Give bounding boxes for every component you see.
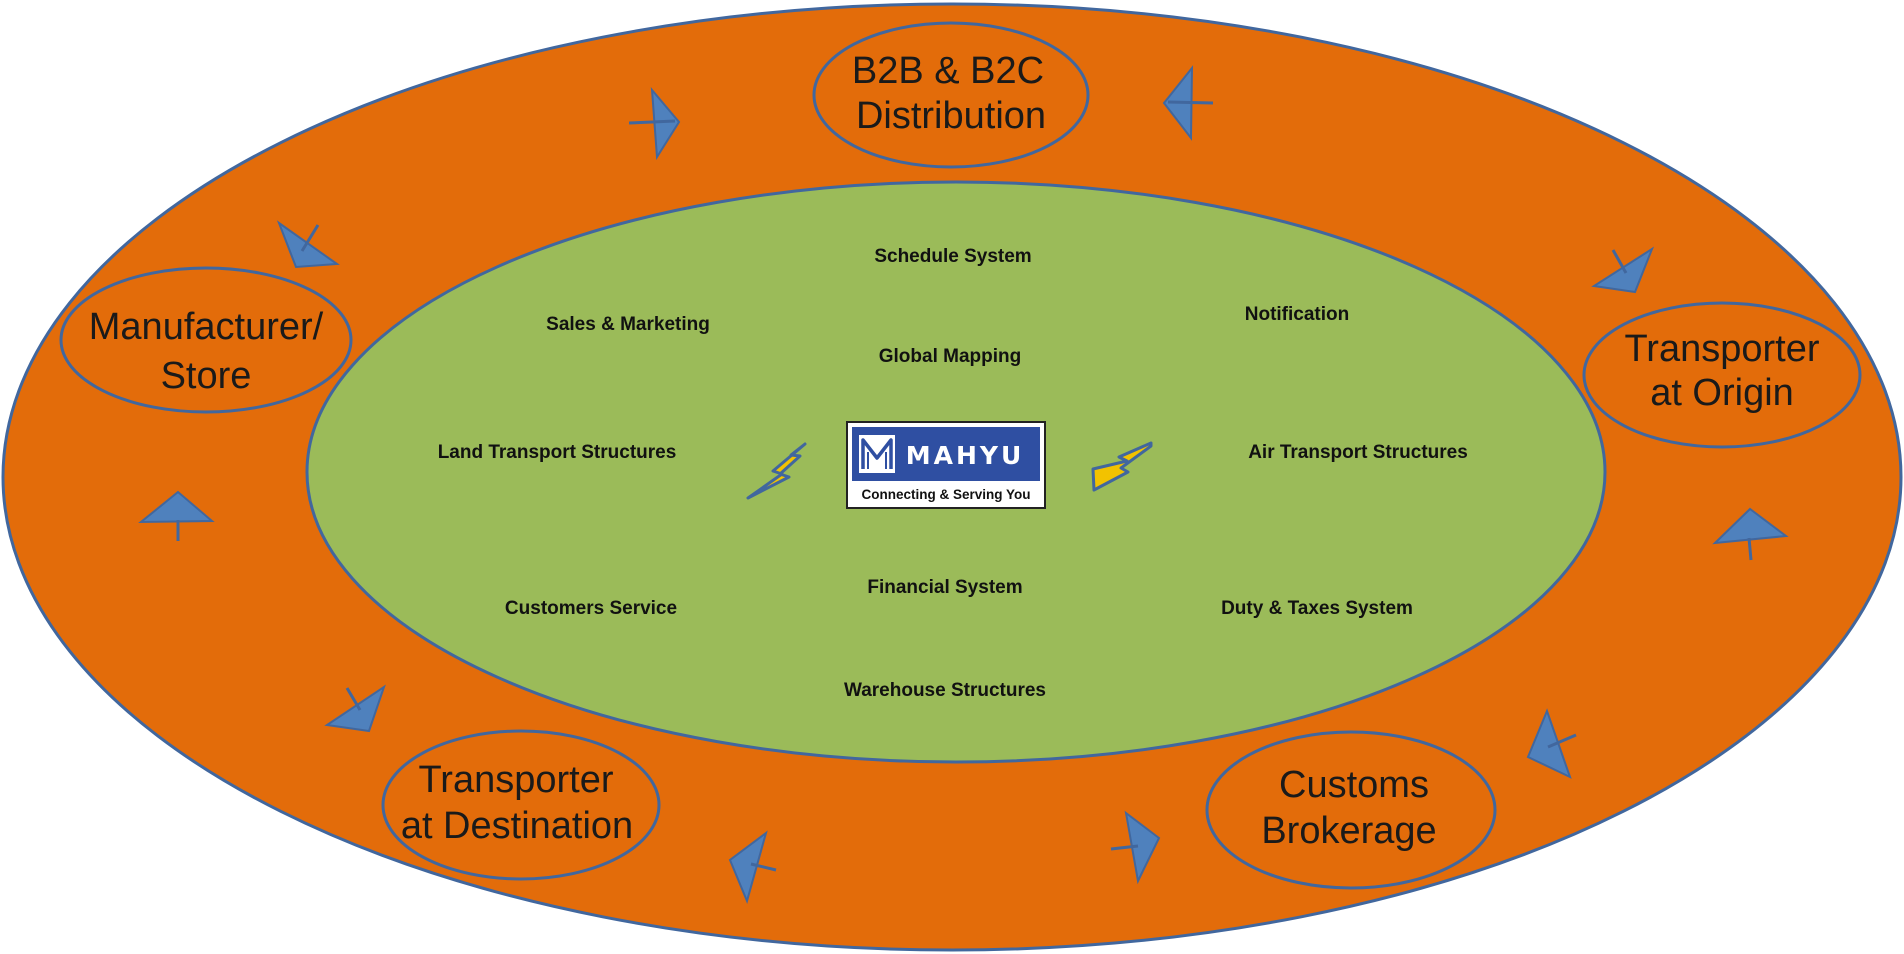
system-schedule: Schedule System: [874, 246, 1031, 267]
logo-name: MAHYU: [906, 441, 1025, 470]
node-origin-line2: at Origin: [1650, 372, 1794, 414]
triangle-arrow-icon: [1712, 507, 1789, 561]
node-customs-brokerage: Customs Brokerage: [1205, 730, 1497, 890]
node-customs-line1: Customs: [1279, 764, 1429, 806]
triangle-arrow-icon: [138, 490, 215, 541]
triangle-arrow-icon: [1110, 810, 1161, 885]
node-transporter-destination: Transporter at Destination: [381, 729, 661, 881]
node-b2b-line1: B2B & B2C: [852, 50, 1044, 92]
node-b2b-line2: Distribution: [856, 95, 1046, 137]
node-destination-line1: Transporter: [419, 759, 614, 801]
mahyu-logo: MAHYU Connecting & Serving You: [846, 421, 1046, 509]
triangle-arrow-icon: [628, 86, 681, 161]
system-customers-service: Customers Service: [505, 598, 677, 619]
triangle-arrow-icon: [276, 220, 340, 269]
system-financial: Financial System: [867, 577, 1022, 598]
logo-tagline: Connecting & Serving You: [861, 487, 1030, 502]
node-transporter-origin: Transporter at Origin: [1582, 301, 1862, 449]
triangle-arrow-icon: [728, 830, 777, 905]
lightning-bolt-icon: [1091, 441, 1153, 492]
system-notification: Notification: [1245, 304, 1350, 325]
m-logo-icon: [859, 435, 895, 473]
triangle-arrow-icon: [1162, 65, 1214, 141]
system-global-mapping: Global Mapping: [879, 346, 1022, 367]
triangle-arrow-icon: [1526, 708, 1577, 779]
system-duty-taxes: Duty & Taxes System: [1221, 598, 1413, 619]
system-air-transport: Air Transport Structures: [1248, 442, 1468, 463]
triangle-arrow-icon: [1591, 246, 1655, 294]
system-sales-marketing: Sales & Marketing: [546, 314, 710, 335]
system-warehouse: Warehouse Structures: [844, 680, 1046, 701]
node-customs-line2: Brokerage: [1261, 810, 1436, 852]
node-b2b-distribution: B2B & B2C Distribution: [812, 21, 1090, 169]
node-manufacturer-store: Manufacturer/ Store: [59, 266, 353, 414]
node-destination-line2: at Destination: [401, 805, 633, 847]
triangle-arrow-icon: [324, 684, 386, 733]
lightning-bolt-icon: [746, 442, 807, 500]
system-land-transport: Land Transport Structures: [438, 442, 677, 463]
node-manufacturer-line2: Store: [161, 355, 252, 397]
node-manufacturer-line1: Manufacturer/: [89, 306, 324, 348]
node-origin-line1: Transporter: [1625, 328, 1820, 370]
